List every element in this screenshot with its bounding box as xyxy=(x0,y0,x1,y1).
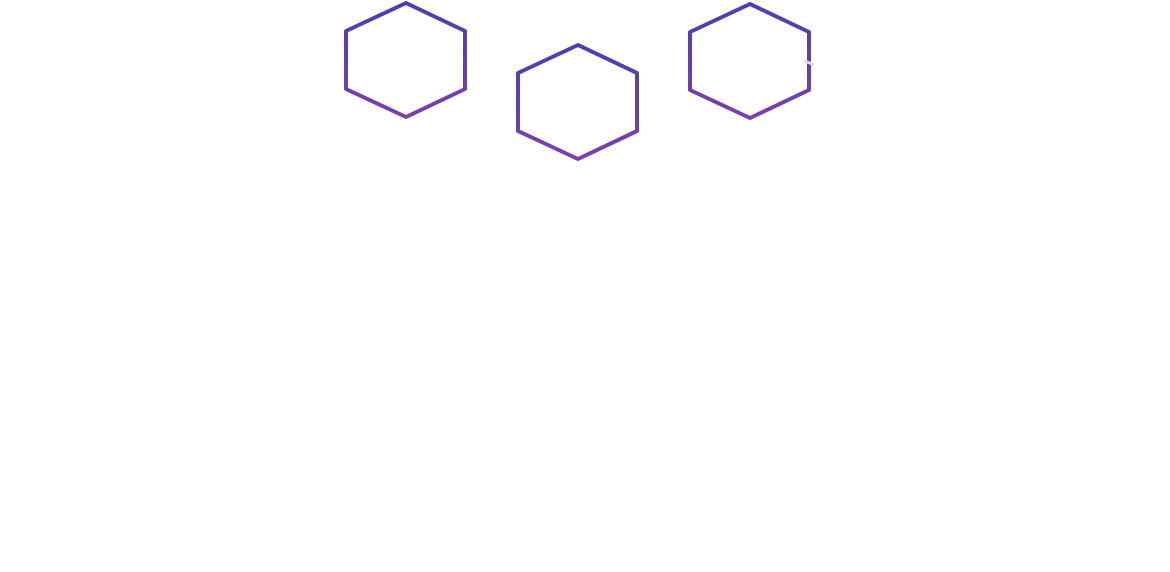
hexagon-right-notch xyxy=(803,59,814,66)
hexagon-right xyxy=(688,2,811,120)
hexagon-left xyxy=(344,1,467,119)
hexagon-middle xyxy=(516,43,639,161)
